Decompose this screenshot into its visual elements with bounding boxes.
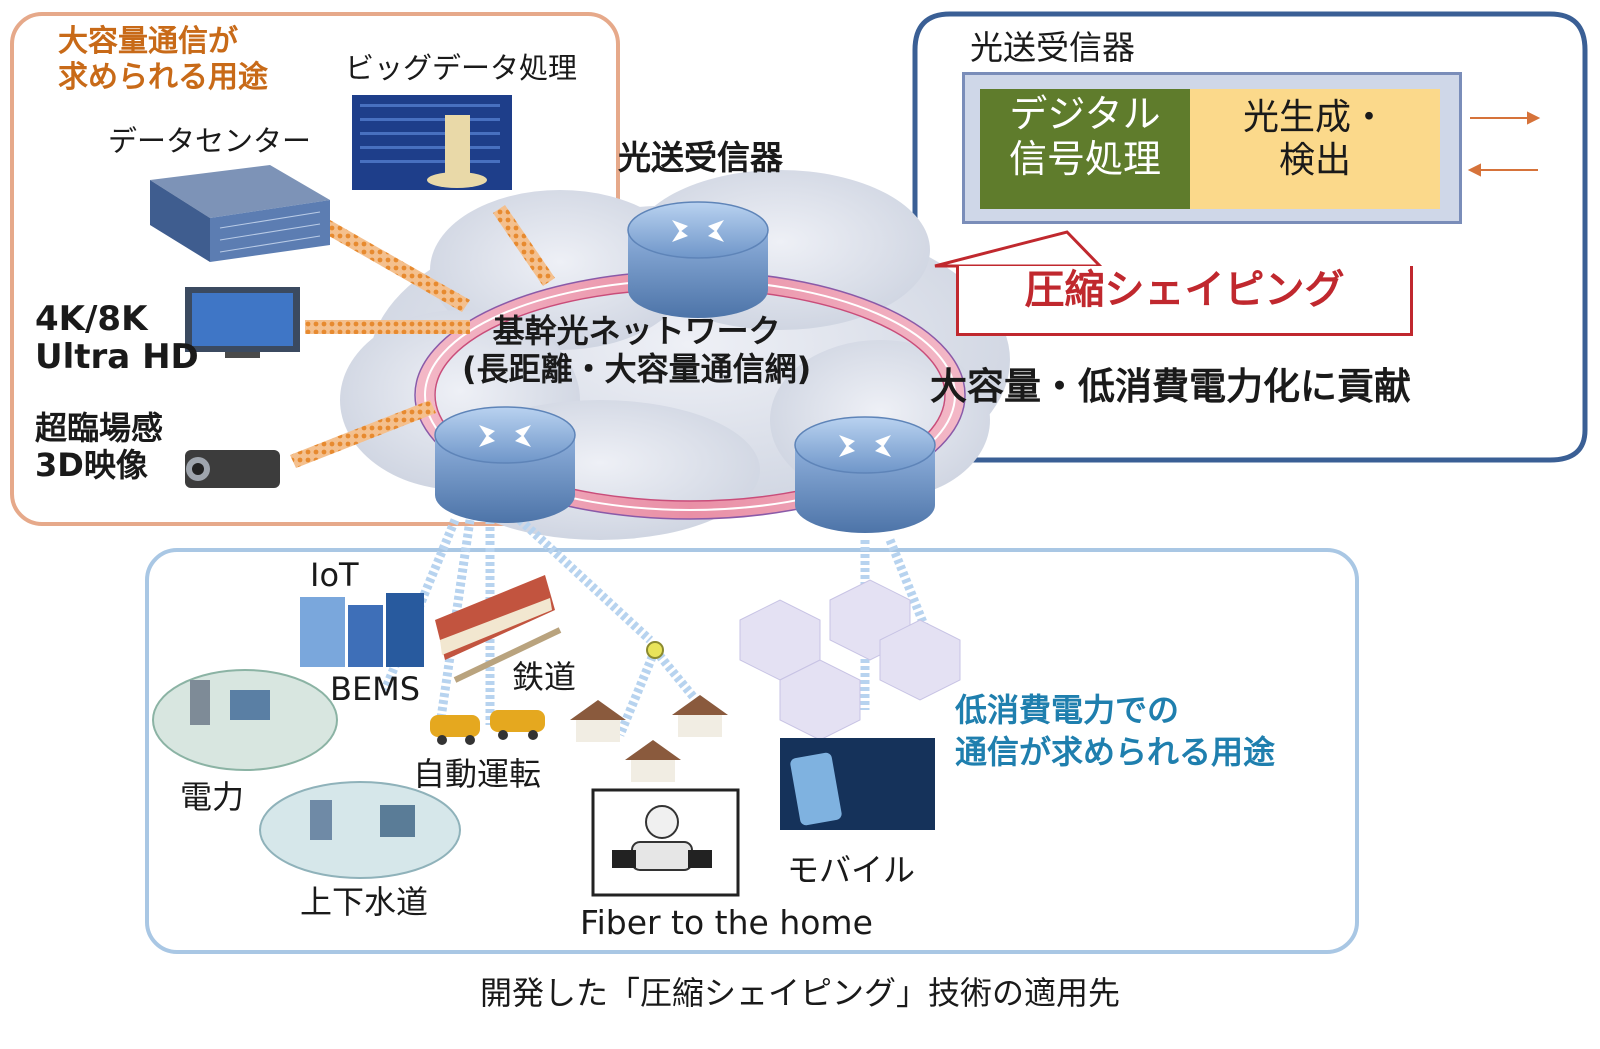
- bigdata-label: ビッグデータ処理: [345, 51, 578, 85]
- train-icon: [435, 575, 562, 683]
- mobile-label: モバイル: [787, 851, 916, 889]
- low-power-links: [380, 516, 935, 737]
- optical-block: [1190, 89, 1440, 209]
- taxi-icons: [430, 710, 545, 745]
- house-icons: [570, 695, 728, 782]
- iot-buildings-icon: [300, 593, 424, 667]
- low-power-heading: 低消費電力での 通信が求められる用途: [955, 691, 1276, 771]
- core-network-label: 基幹光ネットワーク (長距離・大容量通信網): [462, 312, 812, 389]
- mobile-phone-image-icon: [780, 738, 935, 830]
- dsp-label: デジタル 信号処理: [1008, 92, 1161, 181]
- datacenter-label: データセンター: [108, 124, 312, 158]
- high-capacity-links: [290, 205, 555, 468]
- compression-shaping-box: [956, 266, 1413, 336]
- power-plant-icon: [152, 669, 338, 771]
- railway-label: 鉄道: [512, 658, 577, 696]
- io-arrows: [1467, 111, 1541, 177]
- bottom-usecase-frame: [145, 548, 1359, 954]
- bigdata-image-icon: [352, 95, 512, 190]
- uhd-label: 4K/8K Ultra HD: [35, 299, 199, 378]
- hyper-3d-label: 超臨場感 3D映像: [35, 409, 164, 484]
- callout-title: 光送受信器: [970, 28, 1135, 67]
- projector-icon: [185, 450, 280, 488]
- water-label: 上下水道: [300, 883, 429, 921]
- optical-label: 光生成・ 検出: [1242, 97, 1387, 182]
- ftth-user-icon: [591, 788, 740, 897]
- router-right: [794, 416, 936, 533]
- router-left: [434, 406, 576, 523]
- router-top: [627, 201, 769, 318]
- dsp-block: [980, 89, 1190, 209]
- iot-label: IoT: [310, 556, 359, 594]
- datacenter-building-icon: [150, 165, 330, 262]
- figure-caption: 開発した「圧縮シェイピング」技術の適用先: [479, 974, 1120, 1012]
- contribution-label: 大容量・低消費電力化に貢献: [930, 365, 1411, 408]
- transceiver-label: 光送受信器: [618, 138, 783, 177]
- high-capacity-heading: 大容量通信が 求められる用途: [58, 24, 268, 95]
- tv-monitor-icon: [185, 287, 300, 358]
- water-plant-icon: [259, 781, 461, 879]
- ftth-label: Fiber to the home: [580, 903, 873, 942]
- ftth-splitter-node: [646, 641, 664, 659]
- mobile-cells-icon: [739, 579, 961, 741]
- autodrive-label: 自動運転: [413, 755, 542, 793]
- compression-shaping-label: 圧縮シェイピング: [1024, 267, 1345, 313]
- bems-label: BEMS: [330, 670, 421, 708]
- power-label: 電力: [180, 778, 245, 816]
